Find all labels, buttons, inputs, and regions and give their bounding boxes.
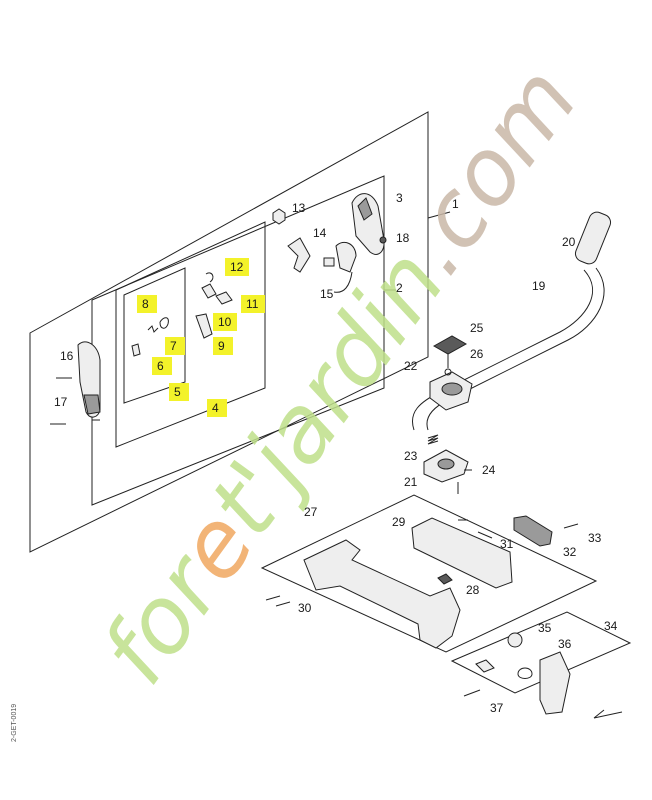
part-label-20: 20: [562, 235, 576, 249]
part-label-28: 28: [466, 583, 480, 597]
frame-27: [260, 494, 598, 653]
part-label-19: 19: [532, 279, 546, 293]
part-label-11: 11: [246, 297, 259, 311]
part-label-27: 27: [304, 505, 318, 519]
chassis-shape: [303, 539, 461, 649]
part-label-6: 6: [157, 359, 164, 373]
part-label-36: 36: [558, 637, 572, 651]
nut-shape: [272, 208, 286, 225]
part-label-29: 29: [392, 515, 406, 529]
part-label-23: 23: [404, 449, 418, 463]
part-label-15: 15: [320, 287, 334, 301]
highlight-box-4: [207, 399, 227, 417]
part-label-37: 37: [490, 701, 504, 715]
highlight-box-6: [152, 357, 172, 375]
frame-34: [450, 611, 632, 694]
part-label-2: 2: [396, 281, 403, 295]
highlight-box-8: [137, 295, 157, 313]
part-label-5: 5: [174, 385, 181, 399]
highlight-box-9: [213, 337, 233, 355]
watermark: foret'jardin.com: [81, 48, 598, 703]
part-label-10: 10: [218, 315, 232, 329]
frame-5: [123, 267, 186, 404]
part-label-16: 16: [60, 349, 74, 363]
frame-4: [115, 221, 266, 448]
part-label-21: 21: [404, 475, 418, 489]
highlight-box-7: [165, 337, 185, 355]
part-label-17: 17: [54, 395, 68, 409]
part-label-13: 13: [292, 201, 306, 215]
highlight-box-11: [241, 295, 265, 313]
part-label-26: 26: [470, 347, 484, 361]
part-label-8: 8: [142, 297, 149, 311]
part-labels: 1234567891011121314151617181920212223242…: [54, 191, 618, 715]
part-label-12: 12: [230, 260, 244, 274]
drawing-code: 2-GET-0019: [11, 704, 18, 742]
part-label-34: 34: [604, 619, 618, 633]
part-label-7: 7: [170, 339, 177, 353]
part-label-35: 35: [538, 621, 552, 635]
part-label-18: 18: [396, 231, 410, 245]
watermark-text: foret'jardin.com: [81, 48, 598, 703]
part-label-33: 33: [588, 531, 602, 545]
part-label-1: 1: [452, 197, 459, 211]
assembly-frames: [29, 111, 632, 694]
part-label-9: 9: [218, 339, 225, 353]
highlight-box-10: [213, 313, 237, 331]
part-label-14: 14: [313, 226, 327, 240]
part-label-32: 32: [563, 545, 577, 559]
part-label-3: 3: [396, 191, 403, 205]
part-label-24: 24: [482, 463, 496, 477]
highlight-box-12: [225, 258, 249, 276]
part-label-25: 25: [470, 321, 484, 335]
part-label-4: 4: [212, 401, 219, 415]
part-label-30: 30: [298, 601, 312, 615]
handlebar-shape: [412, 269, 594, 431]
part-label-31: 31: [500, 537, 514, 551]
highlight-box-5: [169, 383, 189, 401]
frame-1: [29, 111, 429, 553]
part-label-22: 22: [404, 359, 418, 373]
part-shapes: [50, 193, 623, 719]
